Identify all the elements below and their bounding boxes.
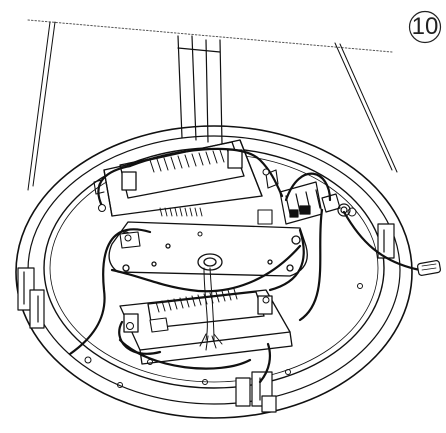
cable-gland-icon bbox=[321, 193, 351, 217]
terminal-block-icon bbox=[279, 181, 323, 225]
screw-icon bbox=[98, 168, 270, 330]
lead-wires bbox=[199, 267, 223, 351]
suspension-cable-icon bbox=[27, 21, 398, 191]
ceiling-line bbox=[27, 19, 393, 53]
step-circle-icon bbox=[408, 10, 442, 44]
bracket-icon bbox=[17, 223, 395, 413]
led-driver-upper bbox=[103, 139, 263, 217]
power-cable bbox=[342, 210, 422, 272]
step-number: 10 bbox=[411, 13, 439, 40]
step-number-badge: 10 bbox=[408, 10, 442, 44]
connector-plug-icon bbox=[417, 260, 441, 276]
internal-wiring bbox=[68, 147, 332, 384]
